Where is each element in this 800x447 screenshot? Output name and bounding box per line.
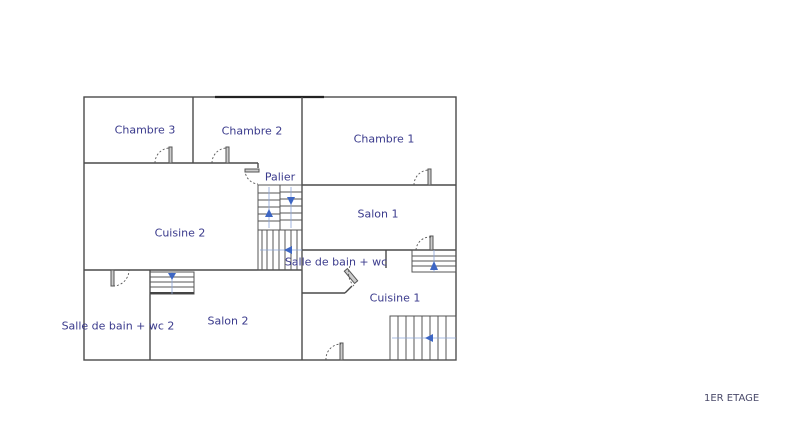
- room-label-cuisine-1: Cuisine 1: [369, 291, 421, 305]
- stairs-cuisine1: [389, 315, 457, 361]
- door-chambre2[interactable]: [211, 146, 230, 164]
- door-salon1[interactable]: [415, 235, 434, 251]
- room-label-salle-de-bain-wc-2: Salle de bain + wc 2: [61, 319, 175, 333]
- stair-down-arrow-salon2: [168, 273, 176, 280]
- room-label-salon-2: Salon 2: [207, 314, 249, 328]
- room-label-palier: Palier: [264, 170, 296, 184]
- stairs-right: [411, 249, 457, 273]
- door-chambre1[interactable]: [413, 168, 432, 186]
- level-label: 1ER ETAGE: [704, 393, 760, 404]
- stair-up-arrow: [265, 209, 273, 217]
- door-sdb2[interactable]: [110, 269, 130, 287]
- wall-sdb-corner: [344, 285, 353, 294]
- stair-left-arrow-cuisine1: [425, 334, 433, 342]
- room-label-chambre-2: Chambre 2: [221, 124, 283, 138]
- room-label-chambre-1: Chambre 1: [353, 132, 415, 146]
- stair-left-arrow: [284, 246, 292, 254]
- room-label-salon-1: Salon 1: [357, 207, 399, 221]
- room-label-chambre-3: Chambre 3: [114, 123, 176, 137]
- stair-up-arrow-right: [430, 261, 438, 270]
- room-label-cuisine-2: Cuisine 2: [154, 226, 206, 240]
- stairs-salon2: [149, 271, 195, 295]
- door-palier[interactable]: [244, 168, 260, 185]
- door-chambre3[interactable]: [154, 146, 173, 164]
- door-sdb[interactable]: [343, 265, 359, 287]
- stair-down-arrow: [287, 197, 295, 205]
- stairs-central: [257, 184, 303, 271]
- door-cuisine1[interactable]: [325, 342, 344, 361]
- room-label-salle-de-bain-wc: Salle de bain + wc: [284, 255, 388, 269]
